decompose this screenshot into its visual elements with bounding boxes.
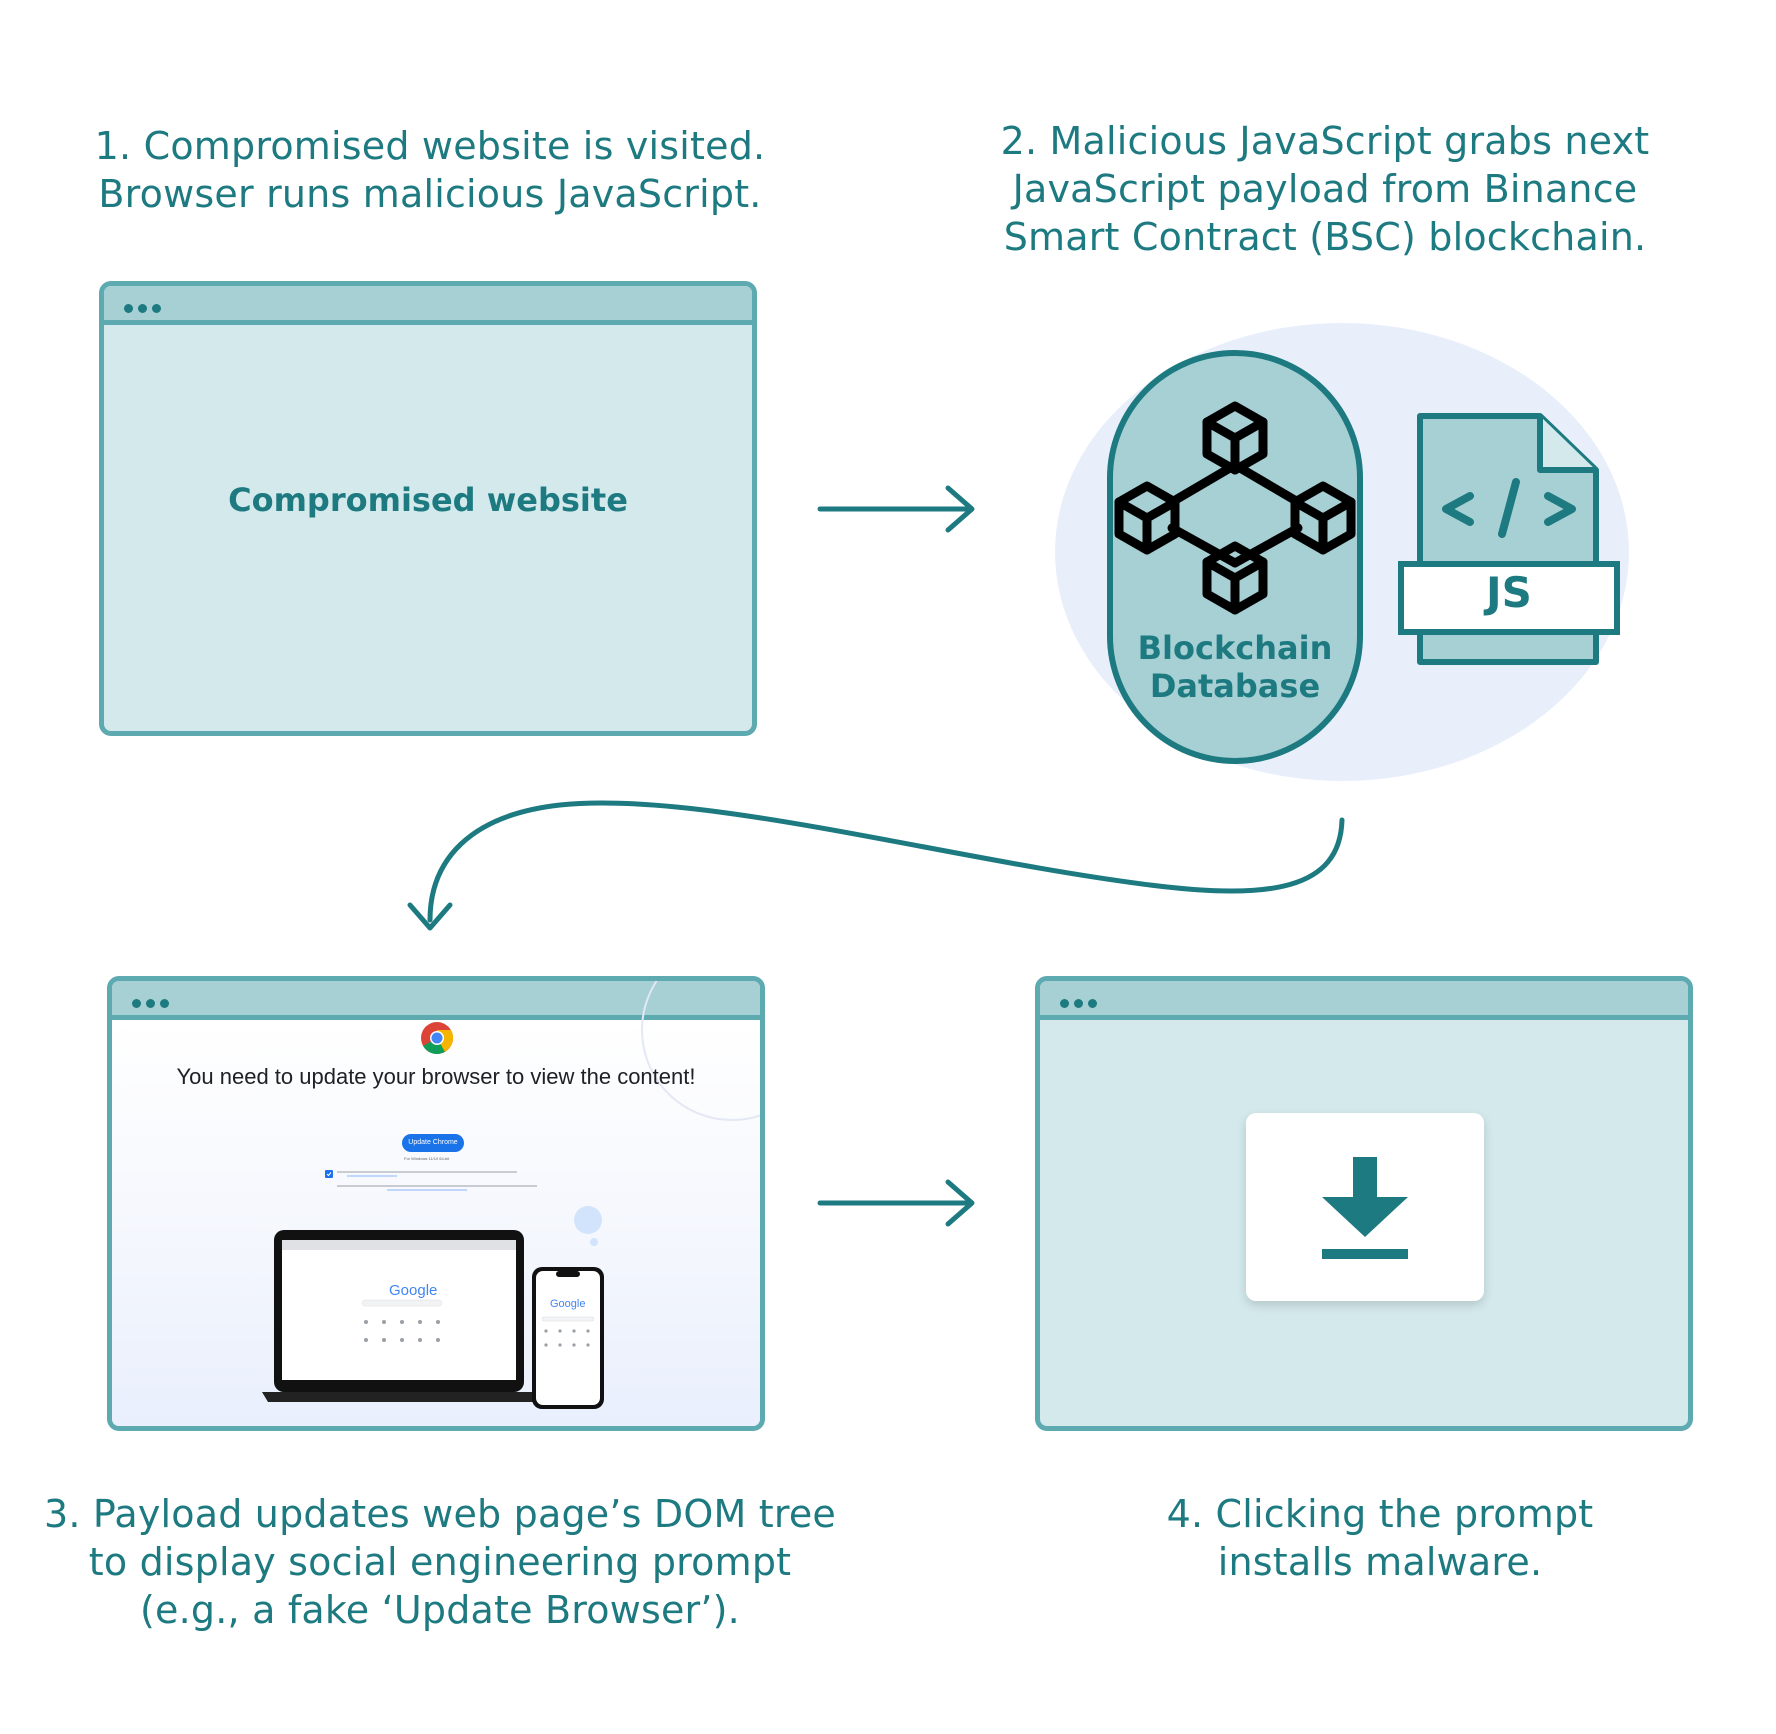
compromised-website-label: Compromised website <box>228 481 628 519</box>
chrome-logo-icon <box>421 1022 454 1055</box>
step1-line2: Browser runs malicious JavaScript. <box>98 172 762 216</box>
step4-caption: 4. Clicking the prompt installs malware. <box>1070 1490 1690 1586</box>
download-prompt[interactable] <box>1246 1113 1484 1301</box>
window-dots-icon <box>132 993 174 1012</box>
step2-line3: Smart Contract (BSC) blockchain. <box>1003 215 1647 259</box>
decorative-dots <box>574 1206 602 1246</box>
blockchain-database-cylinder <box>1107 350 1363 764</box>
laptop-illustration <box>262 1230 540 1402</box>
step1-caption: 1. Compromised website is visited. Brows… <box>70 122 790 218</box>
phone-illustration <box>532 1267 604 1409</box>
browser-titlebar <box>1040 981 1688 1020</box>
update-chrome-button[interactable]: Update Chrome <box>402 1134 464 1152</box>
js-file-icon <box>1398 413 1620 665</box>
malware-download-browser <box>1035 976 1693 1431</box>
window-dots-icon <box>124 298 166 317</box>
phone-google-logo: Google <box>550 1298 586 1310</box>
fake-update-page: You need to update your browser to view … <box>112 981 760 1426</box>
step3-line2: to display social engineering prompt <box>88 1540 792 1584</box>
fine-print-lines <box>337 1171 537 1191</box>
browser-titlebar <box>104 286 752 325</box>
step2-caption: 2. Malicious JavaScript grabs next JavaS… <box>945 117 1705 261</box>
browser-titlebar <box>112 981 760 1020</box>
step3-line1: 3. Payload updates web page’s DOM tree <box>44 1492 836 1536</box>
platform-note: For Windows 11/10 64-bit <box>404 1156 450 1161</box>
js-file-label: JS <box>1486 568 1532 617</box>
update-message: You need to update your browser to view … <box>176 1064 696 1089</box>
window-dots-icon <box>1060 993 1102 1012</box>
blockchain-label-line1: Blockchain <box>1137 629 1333 667</box>
step1-line1: 1. Compromised website is visited. <box>94 124 766 168</box>
consent-checkbox[interactable] <box>325 1170 333 1178</box>
step4-line1: 4. Clicking the prompt <box>1166 1492 1594 1536</box>
step3-line3: (e.g., a fake ‘Update Browser’). <box>140 1588 740 1632</box>
step4-line2: installs malware. <box>1217 1540 1543 1584</box>
laptop-google-logo: Google <box>389 1282 438 1299</box>
step2-line2: JavaScript payload from Binance <box>1012 167 1638 211</box>
fake-update-browser: You need to update your browser to view … <box>107 976 765 1431</box>
blockchain-network-icon <box>1114 401 1356 615</box>
arrow-right-icon <box>817 485 975 533</box>
blockchain-database-label: Blockchain Database <box>1112 629 1358 705</box>
download-icon <box>1322 1157 1408 1259</box>
decorative-arc <box>641 981 760 1121</box>
arrow-right-icon <box>817 1179 975 1227</box>
compromised-website-browser: Compromised website <box>99 281 757 736</box>
step3-caption: 3. Payload updates web page’s DOM tree t… <box>30 1490 850 1634</box>
step2-line1: 2. Malicious JavaScript grabs next <box>1000 119 1650 163</box>
blockchain-label-line2: Database <box>1149 667 1321 705</box>
